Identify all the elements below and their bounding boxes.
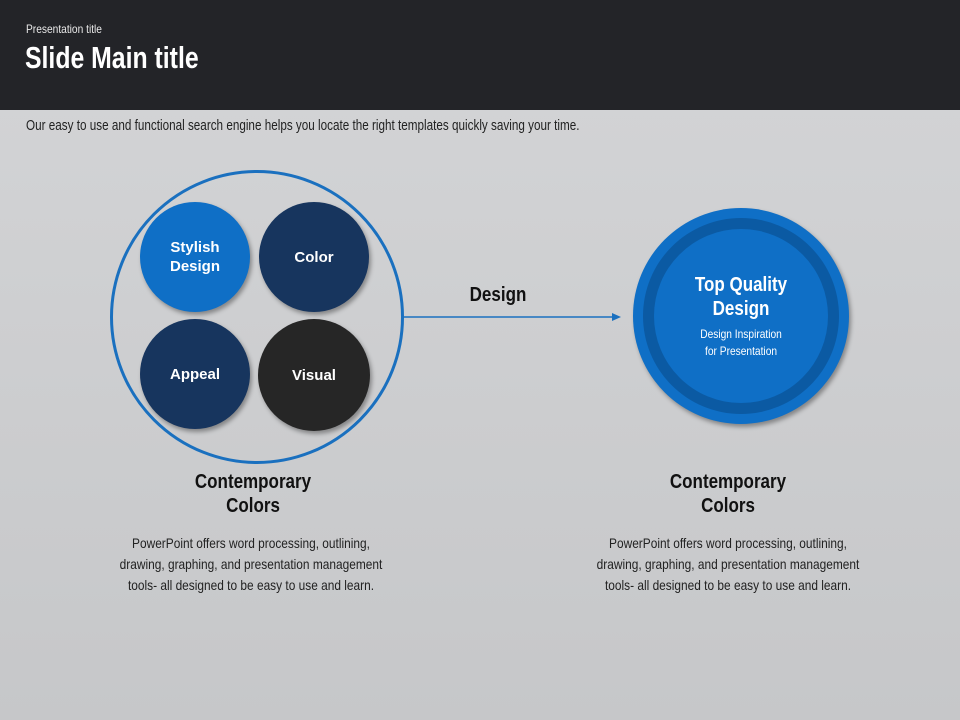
right-caption-text: PowerPoint offers word processing, outli… — [596, 535, 860, 593]
left-caption-text: PowerPoint offers word processing, outli… — [119, 535, 383, 593]
arrow-label: Design — [469, 284, 527, 306]
inner-disc: Top Quality Design Design Inspiration fo… — [654, 229, 828, 403]
presentation-title: Presentation title — [26, 22, 102, 36]
circle-label: Visual — [292, 366, 336, 384]
top-quality-circle: Top Quality Design Design Inspiration fo… — [633, 208, 849, 424]
circle-label: Stylish Design — [169, 239, 220, 275]
circle-color: Color — [259, 202, 369, 312]
circle-stylish-design: Stylish Design — [140, 202, 250, 312]
slide-main-title: Slide Main title — [25, 40, 199, 75]
circle-subtitle: Design Inspiration for Presentation — [700, 326, 782, 360]
arrow-connector — [402, 313, 621, 321]
slide-subtitle: Our easy to use and functional search en… — [26, 117, 580, 134]
arrow-head-icon — [612, 313, 621, 321]
circle-label: Appeal — [169, 365, 220, 383]
circle-title: Top Quality Design — [694, 273, 788, 320]
cluster-outline-circle — [110, 170, 404, 464]
circle-appeal: Appeal — [140, 319, 250, 429]
subtitle-line: Design Inspiration — [700, 326, 782, 341]
circle-label: Color — [294, 248, 334, 266]
inner-ring: Top Quality Design Design Inspiration fo… — [643, 218, 839, 414]
header-bar: Presentation title Slide Main title — [0, 0, 960, 110]
circle-visual: Visual — [258, 319, 370, 431]
subtitle-line: for Presentation — [704, 343, 778, 358]
